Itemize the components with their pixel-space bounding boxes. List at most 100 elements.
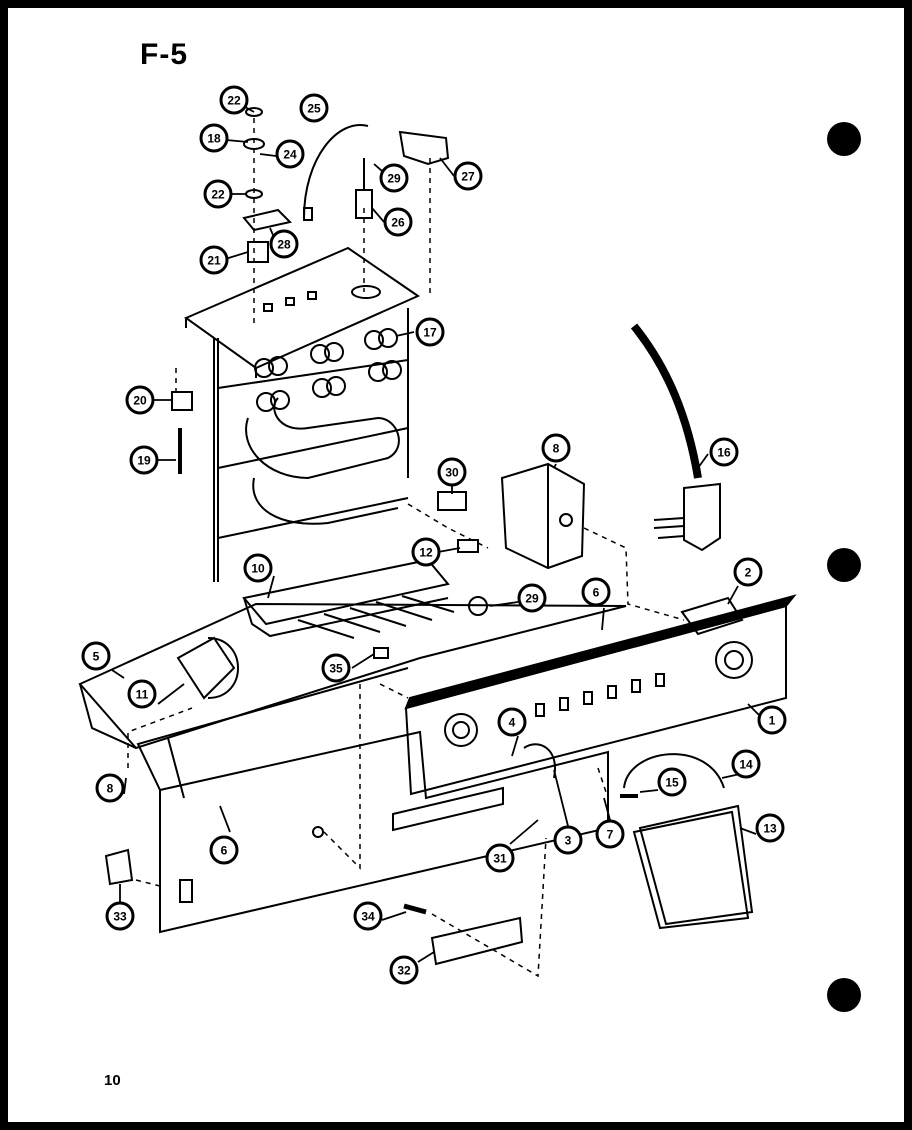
component-12	[457, 539, 479, 553]
callout-number: 18	[207, 132, 221, 146]
callout-number: 27	[461, 170, 475, 184]
heater-bar	[217, 427, 409, 469]
callout-number: 17	[423, 326, 437, 340]
binder-hole	[827, 122, 861, 156]
callout-bubble: 21	[199, 245, 229, 275]
callout-bubble: 10	[243, 553, 273, 583]
callout-bubble: 31	[485, 843, 515, 873]
callout-number: 19	[137, 454, 151, 468]
button-row	[535, 673, 665, 717]
callout-number: 28	[277, 238, 291, 252]
binder-hole	[827, 978, 861, 1012]
callout-bubble: 30	[437, 457, 467, 487]
callout-number: 11	[136, 688, 149, 702]
right-knob-opening	[715, 641, 753, 679]
base-tray-left	[79, 683, 137, 749]
heater-mount-plate	[183, 246, 421, 370]
base-tray-top	[78, 602, 627, 750]
display-window	[392, 786, 504, 832]
callout-number: 1	[769, 714, 776, 728]
plug-body	[683, 482, 721, 552]
callout-number: 8	[107, 782, 114, 796]
knob-29	[468, 596, 488, 616]
callout-bubble: 33	[105, 901, 135, 931]
callout-number: 22	[227, 94, 241, 108]
callout-number: 25	[307, 102, 321, 116]
heater-bar	[217, 497, 409, 539]
callout-number: 5	[93, 650, 100, 664]
callout-bubble: 34	[353, 901, 383, 931]
fan-14	[623, 753, 725, 789]
part-32	[430, 916, 524, 966]
callout-number: 15	[665, 776, 679, 790]
wire-lead-end	[303, 207, 313, 221]
callout-bubble: 6	[581, 577, 611, 607]
plate-slot	[263, 303, 273, 312]
callout-bubble: 29	[379, 163, 409, 193]
motor-11	[176, 636, 236, 700]
callout-number: 14	[739, 758, 753, 772]
callout-number: 16	[717, 446, 731, 460]
diagram-sheet: F-5 10	[8, 8, 904, 1122]
callout-number: 2	[745, 566, 752, 580]
door-13	[632, 810, 750, 930]
exploded-parts-diagram: 22 18 24 25 29 27 22 26 28 21 17 20 19 8…	[78, 85, 797, 985]
page-number: 10	[104, 1072, 121, 1089]
callout-bubble: 22	[203, 179, 233, 209]
callout-bubble: 11	[127, 679, 157, 709]
callout-number: 24	[283, 148, 297, 162]
plate-slot	[285, 297, 295, 306]
callout-number: 26	[391, 216, 405, 230]
callout-bubble: 7	[595, 819, 625, 849]
callout-bubble: 32	[389, 955, 419, 985]
callout-number: 33	[113, 910, 127, 924]
callout-bubble: 4	[497, 707, 527, 737]
component-27	[398, 130, 450, 166]
callout-bubble: 19	[129, 445, 159, 475]
switch-levers	[297, 595, 455, 639]
callout-bubble: 29	[517, 583, 547, 613]
callout-number: 21	[207, 254, 221, 268]
washer	[245, 107, 263, 117]
callout-bubble: 8	[541, 433, 571, 463]
callout-number: 30	[445, 466, 459, 480]
callout-number: 4	[509, 716, 516, 730]
callout-number: 13	[763, 822, 777, 836]
callout-number: 3	[565, 834, 572, 848]
callout-bubble: 6	[209, 835, 239, 865]
plate-opening	[351, 285, 381, 299]
callout-number: 6	[593, 586, 600, 600]
fuse-26	[355, 189, 373, 219]
callout-bubble: 18	[199, 123, 229, 153]
callout-bubble: 28	[269, 229, 299, 259]
callout-bubble: 26	[383, 207, 413, 237]
callout-bubble: 24	[275, 139, 305, 169]
front-frame	[159, 730, 609, 934]
callout-bubble: 15	[657, 767, 687, 797]
callout-number: 34	[361, 910, 375, 924]
connector-slot	[179, 879, 193, 903]
right-knob-hole	[724, 650, 744, 670]
callout-number: 12	[419, 546, 433, 560]
mount-hole	[312, 826, 324, 838]
callout-number: 35	[329, 662, 343, 676]
spacer-20	[171, 391, 193, 411]
callout-bubble: 22	[219, 85, 249, 115]
callout-number: 10	[251, 562, 265, 576]
callout-number: 7	[607, 828, 614, 842]
left-knob-hole	[452, 721, 470, 739]
callout-number: 29	[525, 592, 539, 606]
control-panel-face	[404, 604, 787, 796]
assembly-guide-lines	[127, 118, 685, 978]
callout-number: 22	[211, 188, 225, 202]
callout-number: 6	[221, 844, 228, 858]
callout-bubble: 8	[95, 773, 125, 803]
callout-leaders	[111, 103, 761, 963]
callout-bubble: 5	[81, 641, 111, 671]
callout-number: 31	[493, 852, 507, 866]
heating-coil	[245, 397, 400, 480]
callout-bubble: 16	[709, 437, 739, 467]
power-cord	[630, 323, 702, 479]
callout-bubble: 14	[731, 749, 761, 779]
callout-bubble: 25	[299, 93, 329, 123]
